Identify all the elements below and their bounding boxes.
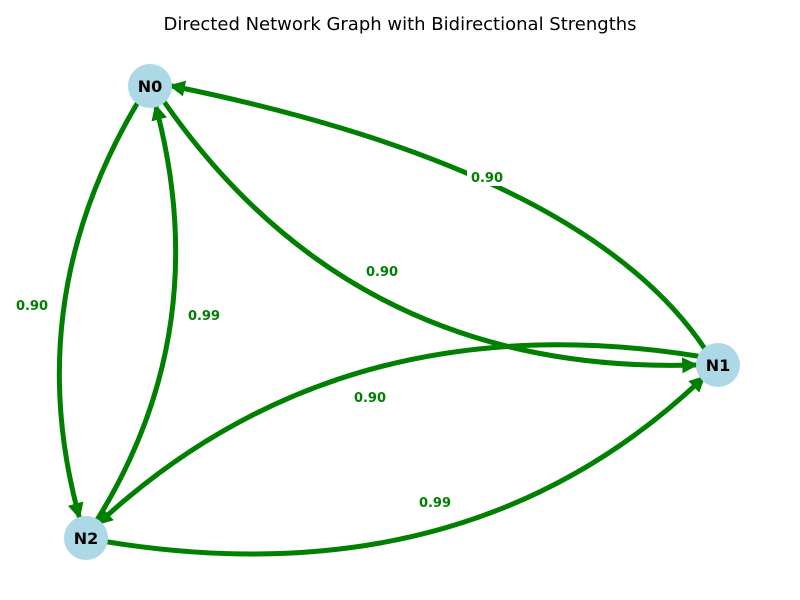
edge-n1-to-n2: 0.90 xyxy=(96,342,700,526)
edge-weight-n0-n1: 0.90 xyxy=(366,265,398,280)
edge-weight-n1-n2: 0.90 xyxy=(354,391,386,406)
node-label-n2: N2 xyxy=(74,529,99,548)
node-label-n1: N1 xyxy=(706,356,731,375)
edge-weight-n1-n0: 0.90 xyxy=(471,171,503,186)
edge-n0-to-n2: 0.90 xyxy=(12,99,141,520)
node-n1: N1 xyxy=(696,343,740,387)
edge-n2-to-n1: 0.99 xyxy=(105,375,706,557)
node-n0: N0 xyxy=(128,64,172,108)
edge-n1-to-n0: 0.90 xyxy=(168,80,708,352)
edge-weight-n2-n0: 0.99 xyxy=(188,309,220,324)
node-label-n0: N0 xyxy=(138,77,163,96)
edge-weight-n2-n1: 0.99 xyxy=(419,496,451,511)
edge-n2-to-n0: 0.99 xyxy=(94,103,224,523)
graph-title: Directed Network Graph with Bidirectiona… xyxy=(163,14,636,35)
edge-weight-n0-n2: 0.90 xyxy=(16,299,48,314)
node-n2: N2 xyxy=(64,516,108,560)
edge-n0-to-n1: 0.90 xyxy=(162,100,699,374)
